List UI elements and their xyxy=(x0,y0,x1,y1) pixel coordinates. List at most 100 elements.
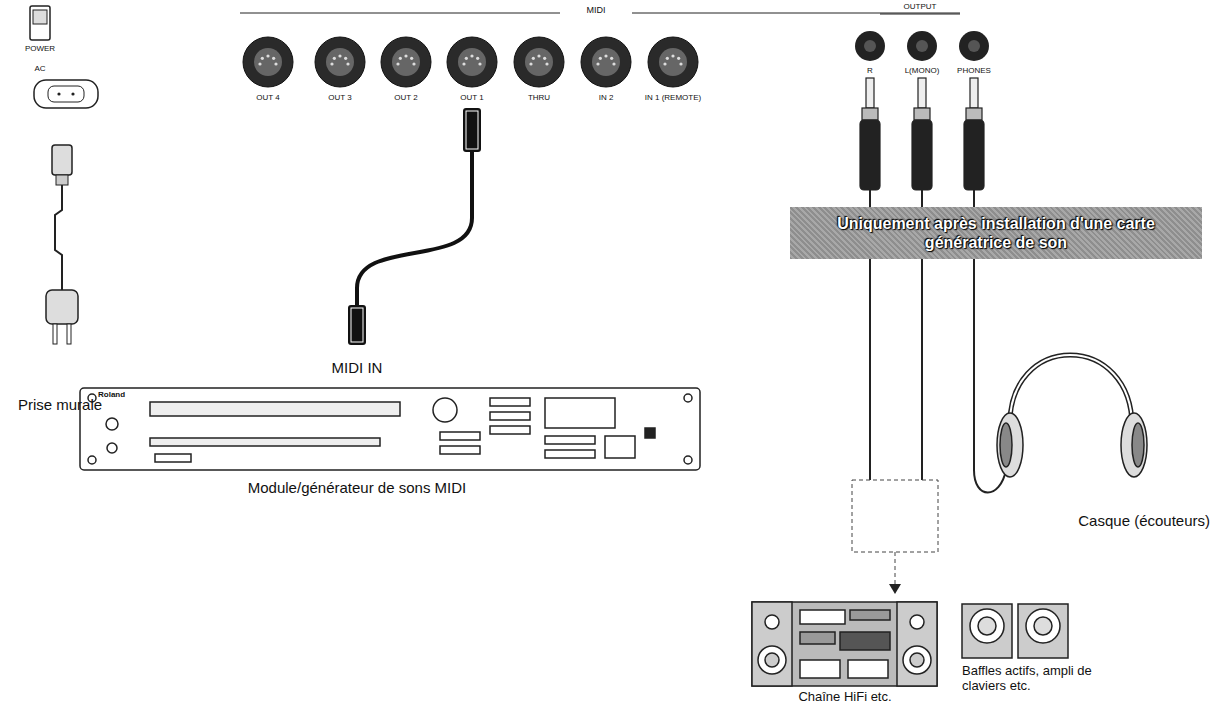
label-text: POWER xyxy=(25,44,55,53)
jack-pin xyxy=(478,62,481,65)
midi-jack xyxy=(447,37,497,87)
midi-cable xyxy=(348,108,481,345)
output-jacks xyxy=(855,31,989,61)
ac-socket xyxy=(48,86,84,102)
jack-pin xyxy=(663,62,666,65)
label-text: Casque (écouteurs) xyxy=(1078,512,1210,529)
label-text: L(MONO) xyxy=(905,66,940,75)
jack-socket xyxy=(458,48,486,76)
label-text: Roland xyxy=(98,390,125,399)
jack-pin xyxy=(532,57,535,60)
plug-prong xyxy=(67,324,71,344)
jack-pin xyxy=(470,54,473,57)
jack-pin xyxy=(529,62,532,65)
active-speakers xyxy=(962,604,1068,658)
jack-pin xyxy=(543,57,546,60)
label-text: IN 2 xyxy=(599,93,614,102)
midi-jacks xyxy=(243,37,698,87)
jack-pin xyxy=(344,57,347,60)
header-line xyxy=(632,13,960,14)
jack-pin xyxy=(399,57,402,60)
midi-sound-module xyxy=(80,388,700,470)
jack-pin xyxy=(604,54,607,57)
jack-pin xyxy=(537,54,540,57)
label-text: IN 1 (REMOTE) xyxy=(645,93,701,102)
plug-prong xyxy=(53,324,57,344)
label-text: OUT 3 xyxy=(328,93,351,102)
midi-jack xyxy=(514,37,564,87)
jack-socket xyxy=(254,48,282,76)
ac-pin xyxy=(71,92,74,95)
arrowhead xyxy=(889,584,901,594)
jack-pin xyxy=(465,57,468,60)
jack-socket xyxy=(659,48,687,76)
header-line xyxy=(240,13,560,14)
label-text: OUT 2 xyxy=(394,93,417,102)
label-text: MIDI xyxy=(587,5,606,15)
jack-pin xyxy=(258,62,261,65)
jack-pin xyxy=(266,54,269,57)
connection-dashed-box xyxy=(852,480,938,552)
jack-pin xyxy=(610,57,613,60)
jack-pin xyxy=(666,57,669,60)
jack-pin xyxy=(671,54,674,57)
jack-socket xyxy=(592,48,620,76)
label-text: PHONES xyxy=(957,66,991,75)
jack-pin xyxy=(476,57,479,60)
jack-pin xyxy=(261,57,264,60)
node-heading: OUT 1 xyxy=(446,93,498,102)
jack-pin xyxy=(330,62,333,65)
jack-pin xyxy=(346,62,349,65)
midi-jack xyxy=(581,37,631,87)
jack-socket xyxy=(326,48,354,76)
power-cord xyxy=(55,185,62,290)
jack-pin xyxy=(396,62,399,65)
jack-pin xyxy=(677,57,680,60)
jack-pin xyxy=(404,54,407,57)
jack-socket xyxy=(392,48,420,76)
wall-plug xyxy=(46,290,78,324)
jack-socket xyxy=(525,48,553,76)
cord-plug xyxy=(56,175,68,185)
sound-module: MIDI IN Module/générateur de sons MIDI xyxy=(80,345,710,510)
power-switch xyxy=(30,6,50,40)
midi-jack xyxy=(243,37,293,87)
header-line xyxy=(880,14,960,15)
node-caption: Module/générateur de sons MIDI xyxy=(248,479,466,496)
jack-pin xyxy=(412,62,415,65)
ac-inlet xyxy=(34,80,98,108)
jack-pin xyxy=(410,57,413,60)
jack-pin xyxy=(272,57,275,60)
label-text: AC xyxy=(34,64,45,73)
jack-pin xyxy=(274,62,277,65)
jack-pin xyxy=(338,54,341,57)
label-text: THRU xyxy=(528,93,550,102)
label-text: R xyxy=(867,66,873,75)
label-text: Baffles actifs, ampli de claviers etc. xyxy=(962,664,1112,694)
label-text: Chaîne HiFi etc. xyxy=(798,690,891,705)
jack-pin xyxy=(599,57,602,60)
switch-rocker xyxy=(33,10,47,24)
cord-plug xyxy=(52,145,72,175)
label-text: Prise murale xyxy=(18,396,102,413)
note-banner: Uniquement après installation d'une cart… xyxy=(790,207,1202,259)
node-heading: MIDI IN xyxy=(332,359,383,376)
dashed-arrow xyxy=(895,552,896,585)
jack-pin xyxy=(545,62,548,65)
jack-plugs xyxy=(860,78,984,190)
jack-pin xyxy=(333,57,336,60)
headphones xyxy=(997,355,1147,477)
ac-pin xyxy=(57,92,60,95)
label-text: OUT 4 xyxy=(256,93,279,102)
jack-pin xyxy=(612,62,615,65)
jack-pin xyxy=(596,62,599,65)
jack-pin xyxy=(679,62,682,65)
node-heading: Uniquement après installation d'une cart… xyxy=(790,210,1202,256)
midi-jack xyxy=(381,37,431,87)
label-text: OUTPUT xyxy=(904,2,937,11)
jack-pin xyxy=(462,62,465,65)
midi-jack xyxy=(315,37,365,87)
midi-out-jack: OUT 1 xyxy=(446,38,498,108)
